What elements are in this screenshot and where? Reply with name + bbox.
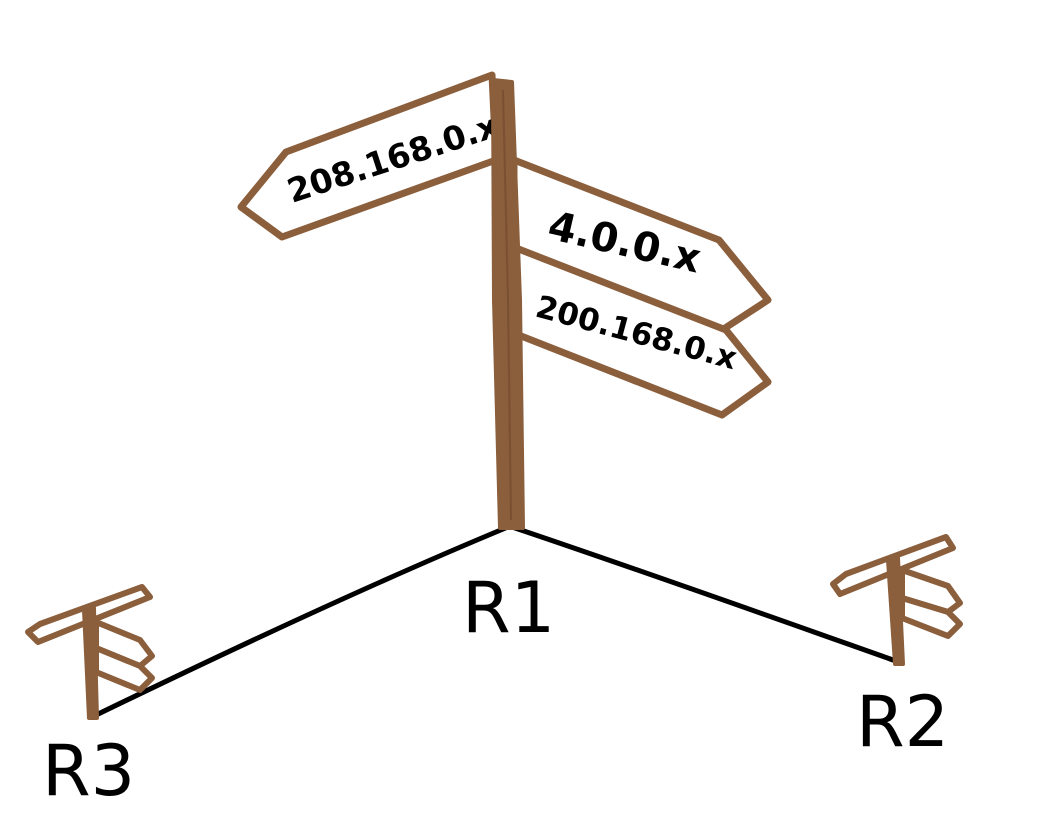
signpost-r3	[25, 584, 155, 720]
router-labels: R1 R2 R3	[42, 567, 949, 812]
signpost-small-pole	[886, 556, 905, 666]
router-label-r2: R2	[856, 681, 949, 763]
signpost-small-pole	[82, 606, 99, 720]
signpost-pole-grain	[502, 89, 512, 521]
router-label-r1: R1	[462, 567, 555, 649]
signpost-r1: 208.168.0.x 4.0.0.x 200.168.0.x	[237, 71, 772, 530]
link-r1-r3	[89, 524, 511, 720]
links	[89, 524, 896, 720]
link-r1-r2	[509, 524, 896, 663]
router-label-r3: R3	[42, 730, 135, 812]
signpost-r2	[830, 534, 963, 666]
sign-left: 208.168.0.x	[237, 71, 503, 241]
